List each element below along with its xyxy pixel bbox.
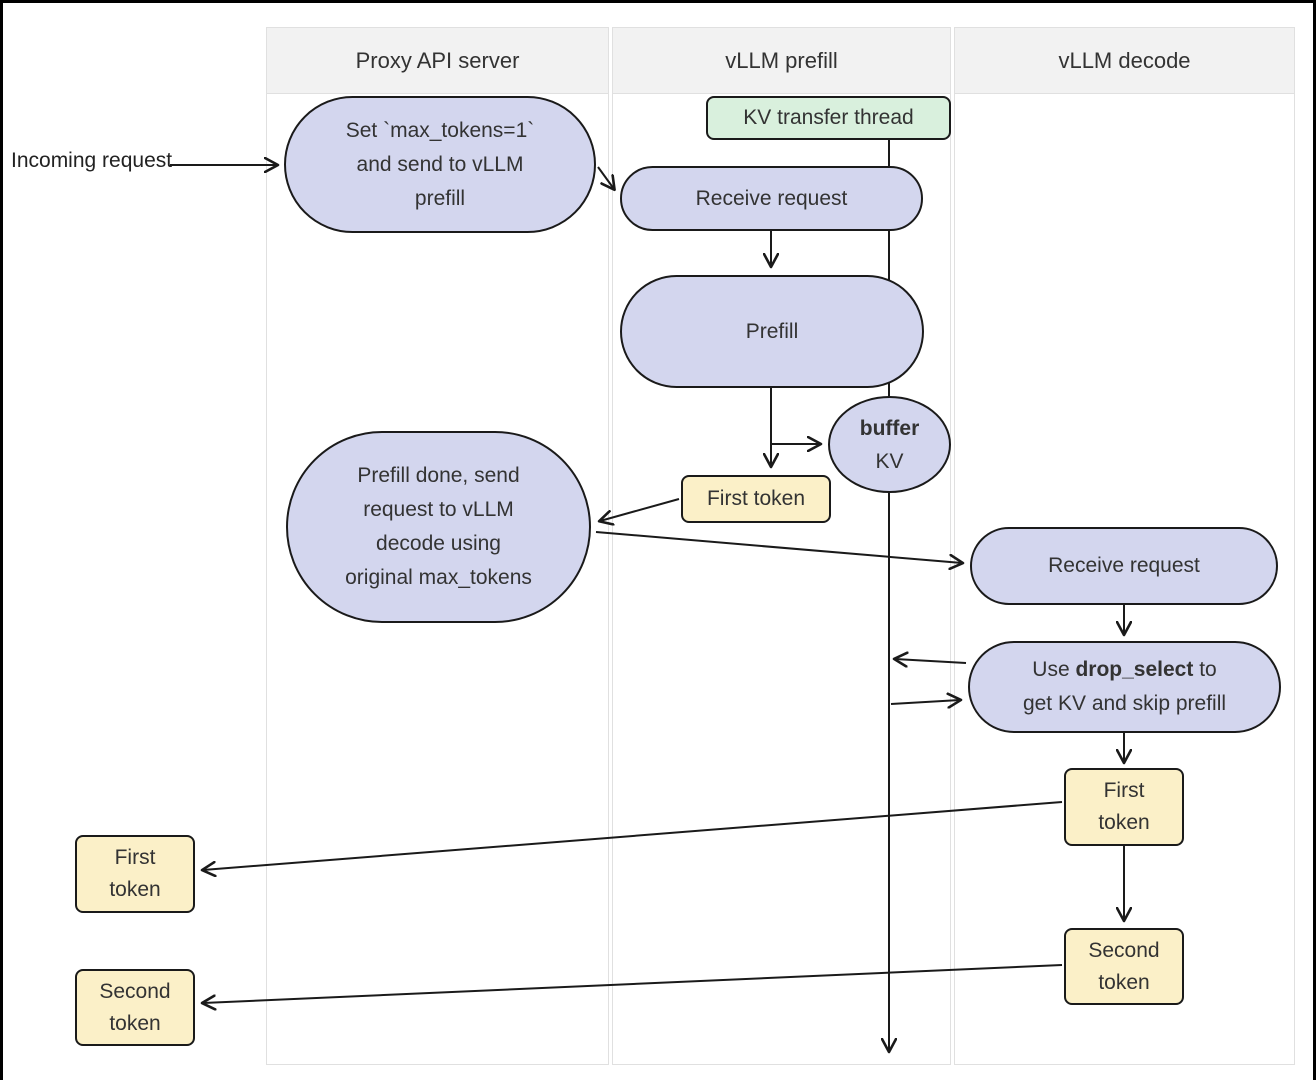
node-second-token-decode-line1: Second [1088, 938, 1160, 962]
node-receive-request-decode: Receive request [970, 527, 1278, 605]
node-second-token-left: Second token [75, 969, 195, 1046]
lane-header-proxy-api-server: Proxy API server [267, 28, 608, 94]
node-set-max-tokens-text: Set `max_tokens=1` and send to vLLM pref… [345, 118, 535, 210]
lane-header-vllm-decode: vLLM decode [955, 28, 1294, 94]
node-second-token-decode: Second token [1064, 928, 1184, 1005]
node-receive-request-decode-text: Receive request [1048, 554, 1200, 577]
node-kv-transfer-thread: KV transfer thread [706, 96, 951, 140]
lane-proxy-api-server: Proxy API server [266, 27, 609, 1065]
node-first-token-left: First token [75, 835, 195, 913]
node-first-token-decode-line1: First [1103, 779, 1145, 802]
node-kv-transfer-thread-text: KV transfer thread [743, 106, 914, 129]
node-second-token-left-line2: token [109, 1011, 161, 1035]
node-second-token-left-line1: Second [99, 979, 171, 1003]
node-drop-select-pre: Use [1032, 658, 1076, 681]
node-first-token-left-line2: token [109, 878, 161, 901]
node-buffer-kv-line2: KV [875, 449, 904, 473]
node-prefill-done-text: Prefill done, send request to vLLM decod… [345, 464, 532, 589]
lane-header-vllm-prefill: vLLM prefill [613, 28, 950, 94]
node-buffer-kv-bold: buffer [859, 416, 920, 440]
node-receive-request-prefill-text: Receive request [695, 186, 848, 210]
node-drop-select: Use drop_select to get KV and skip prefi… [968, 641, 1281, 733]
node-first-token-prefill: First token [681, 475, 831, 523]
lane-vllm-prefill: vLLM prefill [612, 27, 951, 1065]
node-second-token-decode-line2: token [1098, 970, 1150, 994]
node-prefill-done: Prefill done, send request to vLLM decod… [286, 431, 591, 623]
incoming-request-label: Incoming request [11, 149, 173, 172]
node-drop-select-keyword: drop_select [1075, 658, 1194, 681]
node-drop-select-text: Use drop_select to get KV and skip prefi… [1020, 653, 1229, 721]
node-first-token-prefill-text: First token [706, 487, 806, 510]
node-buffer-kv: buffer KV [828, 396, 951, 493]
node-first-token-decode: First token [1064, 768, 1184, 846]
node-prefill: Prefill [620, 275, 924, 388]
node-drop-select-post: to get KV and skip prefill [1022, 658, 1227, 715]
node-set-max-tokens: Set `max_tokens=1` and send to vLLM pref… [284, 96, 596, 233]
node-receive-request-prefill: Receive request [620, 166, 923, 231]
node-first-token-decode-line2: token [1098, 811, 1150, 834]
node-prefill-text: Prefill [745, 319, 799, 343]
node-first-token-left-line1: First [114, 846, 156, 869]
